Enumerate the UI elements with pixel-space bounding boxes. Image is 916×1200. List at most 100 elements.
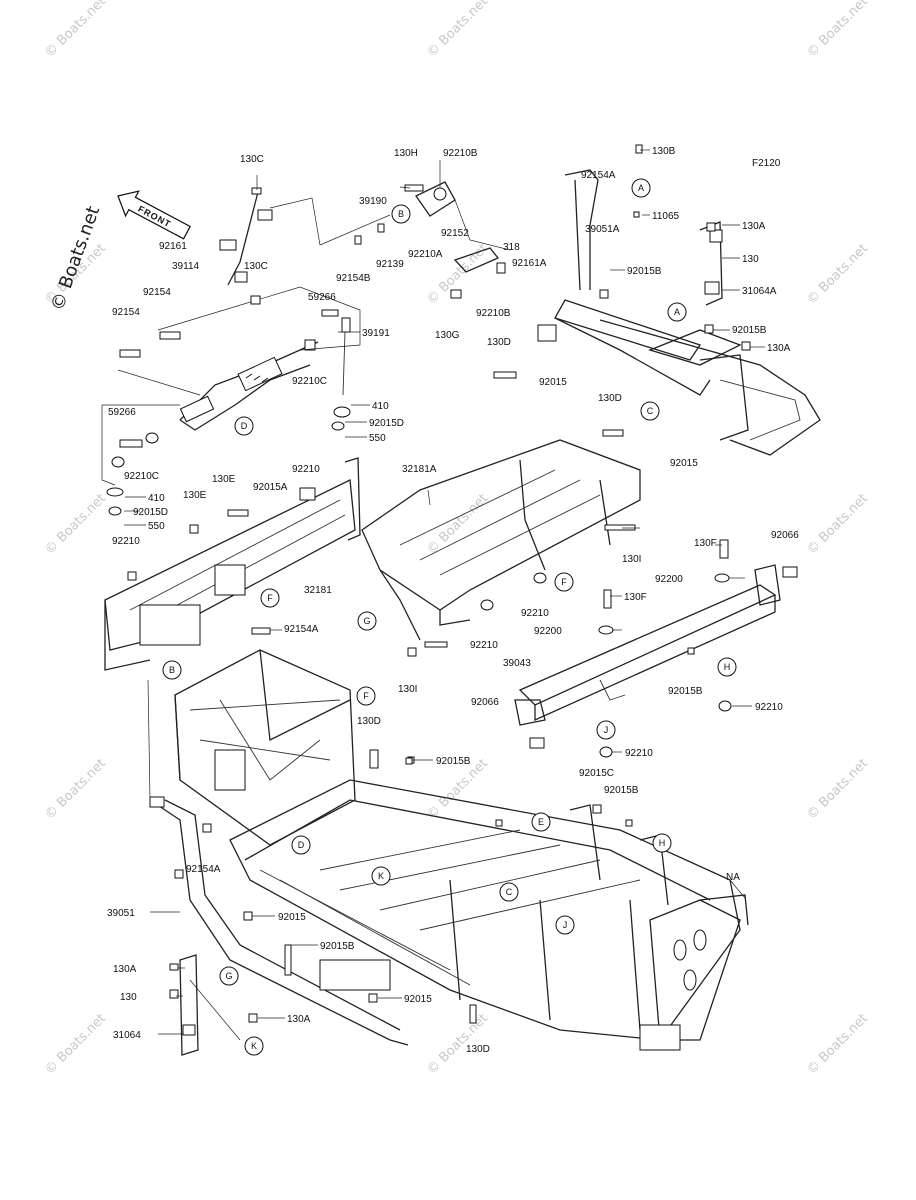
part-label: 92015 (670, 458, 698, 469)
figure-code: F2120 (752, 158, 781, 169)
svg-text:A: A (674, 307, 680, 317)
part-label: 130F (624, 592, 647, 603)
callout-k: K (371, 866, 391, 886)
callout-markers: A A B B C C D D E F F F G G H H J J K K (162, 178, 737, 1056)
part-label: 130H (394, 148, 418, 159)
part-label: 130E (212, 474, 236, 485)
part-label: 92154 (112, 307, 140, 318)
part-label: 92154A (284, 624, 319, 635)
part-label: 92015 (404, 994, 432, 1005)
part-label: 31064A (742, 286, 777, 297)
svg-text:H: H (659, 838, 666, 848)
upper-bracket (354, 181, 511, 299)
svg-text:D: D (298, 840, 305, 850)
part-label: 92015C (579, 768, 614, 779)
part-label: 410 (148, 493, 165, 504)
callout-j: J (555, 915, 575, 935)
watermark: © Boats.net (42, 0, 109, 61)
part-label: 130 (742, 254, 759, 265)
part-label: 39043 (503, 658, 531, 669)
part-label: 92015D (133, 507, 168, 518)
cargo-rack (361, 439, 641, 657)
part-label: 39051A (585, 224, 620, 235)
watermark: © Boats.net (804, 756, 871, 823)
part-label: 130E (183, 490, 207, 501)
svg-text:E: E (538, 817, 544, 827)
part-label: 92015D (369, 418, 404, 429)
svg-text:F: F (561, 577, 567, 587)
part-label: 92200 (534, 626, 562, 637)
callout-h: H (652, 833, 672, 853)
svg-text:H: H (724, 662, 731, 672)
watermark: © Boats.net (804, 241, 871, 308)
svg-text:C: C (506, 887, 513, 897)
part-label: 39051 (107, 908, 135, 919)
part-label: 32181A (402, 464, 437, 475)
callout-f: F (554, 572, 574, 592)
part-labels: 130C 130H 92210B 130B 39190 92154A 11065… (107, 146, 799, 1055)
part-label: 92154 (143, 287, 171, 298)
callout-d: D (291, 835, 311, 855)
part-label: 92015 (539, 377, 567, 388)
part-label: 130A (113, 964, 137, 975)
callout-h: H (717, 657, 737, 677)
callout-g: G (357, 611, 377, 631)
svg-text:G: G (363, 616, 370, 626)
svg-text:B: B (398, 209, 404, 219)
part-label: 130D (487, 337, 511, 348)
svg-text:J: J (604, 725, 609, 735)
part-label: 92154A (581, 170, 616, 181)
part-label: 39190 (359, 196, 387, 207)
part-label: 130C (244, 261, 268, 272)
part-label: 130 (120, 992, 137, 1003)
part-label: 130G (435, 330, 460, 341)
part-label: NA (726, 872, 740, 883)
part-label: 410 (372, 401, 389, 412)
part-label: 130B (652, 146, 676, 157)
part-label: 39191 (362, 328, 390, 339)
part-label: 130D (598, 393, 622, 404)
callout-b: B (391, 204, 411, 224)
callout-j: J (596, 720, 616, 740)
cargo-bed-frame (493, 144, 821, 456)
part-label: 130C (240, 154, 264, 165)
leader-lines (124, 149, 765, 1035)
part-label: 92200 (655, 574, 683, 585)
svg-text:K: K (378, 871, 384, 881)
part-label: 92161A (512, 258, 547, 269)
part-label: 92015A (253, 482, 288, 493)
part-label: 318 (503, 242, 520, 253)
part-label: 92210 (521, 608, 549, 619)
part-label: 92210C (124, 471, 159, 482)
part-label: 92015B (668, 686, 703, 697)
part-label: 550 (148, 521, 165, 532)
callout-a: A (631, 178, 651, 198)
part-label: 59266 (108, 407, 136, 418)
watermark: © Boats.net (424, 0, 491, 61)
front-bumper (104, 457, 361, 671)
part-label: 92015B (604, 785, 639, 796)
front-arrow: FRONT (117, 190, 191, 240)
part-label: 59266 (308, 292, 336, 303)
part-label: 92015B (627, 266, 662, 277)
part-label: 92210 (112, 536, 140, 547)
part-label: 130I (622, 554, 641, 565)
part-label: 92161 (159, 241, 187, 252)
part-label: 92210A (408, 249, 443, 260)
part-label: 92210 (292, 464, 320, 475)
part-label: 92015B (436, 756, 471, 767)
watermark: © Boats.net (804, 1011, 871, 1078)
part-label: 92015 (278, 912, 306, 923)
svg-text:D: D (241, 421, 248, 431)
part-label: 92139 (376, 259, 404, 270)
part-label: 92154A (186, 864, 221, 875)
part-label: 130F (694, 538, 717, 549)
part-label: 92015B (320, 941, 355, 952)
steering-assembly (101, 187, 391, 516)
part-label: 92066 (471, 697, 499, 708)
callout-c: C (499, 882, 519, 902)
watermark: © Boats.net (804, 491, 871, 558)
callout-g: G (219, 966, 239, 986)
part-label: 92154B (336, 273, 371, 284)
